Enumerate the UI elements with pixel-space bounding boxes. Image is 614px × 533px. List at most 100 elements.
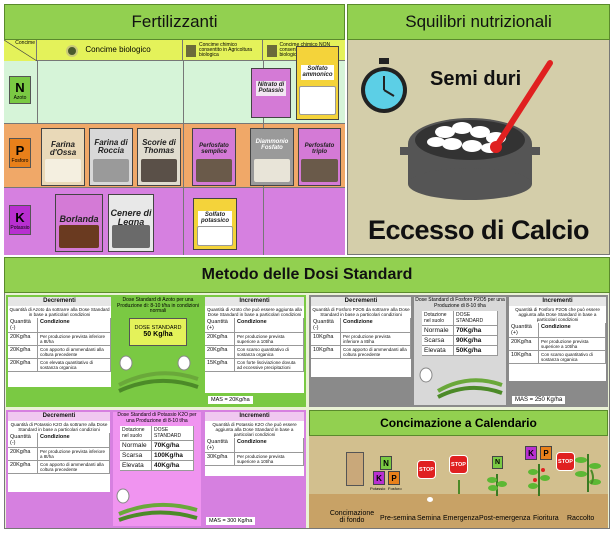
n-inc-h0: Quantità (+) xyxy=(205,317,235,332)
cal-p-icon: P xyxy=(388,471,400,485)
p-inc-q1: 10Kg/ha xyxy=(509,350,539,363)
stop-sign-icon: STOP xyxy=(449,455,468,474)
p-std-title: Dose Standard di Fosforo P2O5 per una Pr… xyxy=(415,297,505,309)
n-label: N Azoto xyxy=(9,76,31,104)
n-inc-sub: Quantità di Azoto che può essere aggiunt… xyxy=(206,306,302,317)
p-dec-h1: Condizione xyxy=(341,317,411,332)
n-inc-c2: Con forte lisciviazione dovuta ad eccess… xyxy=(235,358,304,371)
method-title: Metodo delle Dosi Standard xyxy=(4,257,610,293)
row-k-divider-2 xyxy=(263,188,264,255)
not-allowed-icon xyxy=(266,44,277,57)
p-dec-q0: 10Kg/ha xyxy=(311,332,341,345)
n-dec-table: Decrementi Quantità di Azoto da sottrarr… xyxy=(8,297,111,387)
p-inc-h1: Condizione xyxy=(539,322,606,337)
p-inc-h0: Quantità (+) xyxy=(509,322,539,337)
sprout-icon xyxy=(458,480,460,494)
bag-k3-label: Solfato potassico xyxy=(198,211,232,226)
cal-n-icon-2: N xyxy=(492,456,503,469)
stage-label-emergenza: Emergenza xyxy=(443,515,479,522)
k-inc-table: Incrementi Quantità di Potassio K2O che … xyxy=(205,412,304,476)
cal-potassio-caption: Potassio xyxy=(370,486,386,491)
bag-scorie-thomas: Scorie di Thomas xyxy=(137,128,181,186)
bag-p4-label: Perfosfato semplice xyxy=(199,143,229,156)
k-std-d1: Scarsa xyxy=(120,451,152,460)
soil-band xyxy=(309,494,608,528)
fondo-bag-icon xyxy=(346,452,364,486)
pot-with-beans-icon xyxy=(400,118,540,200)
p-inc-title: Incrementi xyxy=(509,297,606,306)
k-inc-h1: Condizione xyxy=(235,437,304,452)
k-dec-h0: Quantità (-) xyxy=(8,432,38,447)
n-std-value: 50 Kg/ha xyxy=(143,331,173,338)
n-std-card: DOSE STANDARD 50 Kg/ha xyxy=(129,317,187,346)
stop-text-3: STOP xyxy=(558,458,573,465)
k-name: Potassio xyxy=(10,224,30,231)
k-std-v0: 70Kg/ha xyxy=(152,441,194,450)
k-dec-head: Quantità (-)Condizione xyxy=(8,432,110,448)
n-dec-sub: Quantità di Azoto da sottrarre alla Dose… xyxy=(9,306,110,317)
n-inc-q2: 15Kg/ha xyxy=(205,358,235,371)
bag-n1-label: Nitrato di Potassio xyxy=(255,81,287,96)
n-dec-head: Quantità (-)Condizione xyxy=(8,317,111,333)
p-inc-sub: Quantità di Fosforo P2O5 che può essere … xyxy=(515,306,600,322)
p-inc-q0: 20Kg/ha xyxy=(509,337,539,350)
k-dec-q1: 20Kg/ha xyxy=(8,460,38,473)
n-letter: N xyxy=(15,79,25,95)
bag-solfato-ammonico: Solfato ammonico xyxy=(296,46,339,120)
corner-label: Concime xyxy=(15,40,35,46)
bag-k1-label: Borlanda xyxy=(59,214,99,224)
stage-label-semina: Semina xyxy=(417,515,441,522)
n-inc-head: Quantità (+)Condizione xyxy=(205,317,304,333)
allowed-icon xyxy=(186,44,196,57)
cal-n-letter: N xyxy=(383,458,389,468)
n-dec-h0: Quantità (-) xyxy=(8,317,38,332)
p-inc-head: Quantità (+)Condizione xyxy=(509,322,606,338)
n-dec-c0: Per produzione prevista inferiore a 8t/h… xyxy=(38,332,111,345)
beans-icon xyxy=(118,355,199,393)
k-std-h1: DOSE STANDARD xyxy=(152,426,194,440)
k-letter: K xyxy=(15,209,25,225)
harvest-plant-icon xyxy=(575,454,601,492)
p-std-d2: Elevata xyxy=(422,346,454,355)
n-std-title: Dose Standard di Azoto per una Produzion… xyxy=(117,297,199,314)
stop-sign-icon: STOP xyxy=(417,460,436,479)
bag-cenere-legna: Cenere di Legna xyxy=(108,194,154,252)
col-allowed-label: Concime chimico consentito in Agricoltur… xyxy=(199,41,253,59)
k-inc-title: Incrementi xyxy=(205,412,304,421)
flowering-plant-icon xyxy=(528,464,550,496)
p-dec-title: Decrementi xyxy=(311,297,411,306)
k-inc-sub: Quantità di Potassio K2O che può essere … xyxy=(212,421,297,437)
k-inc-q0: 30Kg/ha xyxy=(205,452,235,465)
seedling-icon xyxy=(487,474,507,496)
p-inc-c1: Con scarso quantitativo di sostanza orga… xyxy=(539,350,606,363)
p-dec-table: Decrementi Quantità di Fosforo P2O5 da s… xyxy=(311,297,411,377)
k-std-v1: 100Kg/ha xyxy=(152,451,194,460)
cal-k-letter: K xyxy=(376,473,382,483)
p-inc-c0: Per produzione prevista superiore a 10t/… xyxy=(539,337,606,350)
beans-icon xyxy=(419,367,503,399)
stage-label-raccolto: Raccolto xyxy=(567,515,595,522)
n-inc-q1: 20Kg/ha xyxy=(205,345,235,358)
p-std-v0: 70Kg/ha xyxy=(454,326,498,335)
p-std-v2: 50Kg/ha xyxy=(454,346,498,355)
k-std-title: Dose Standard di Potassio K2O per una Pr… xyxy=(117,412,197,424)
k-dec-table: Decrementi Quantità di Potassio K2O da s… xyxy=(8,412,110,492)
p-dec-sub: Quantità di Fosforo P2O5 da sottrarre al… xyxy=(312,306,410,317)
fert-header-row xyxy=(4,40,345,61)
n-name: Azoto xyxy=(13,94,27,101)
col-allowed-header: Concime chimico consentito in Agricoltur… xyxy=(183,40,263,61)
col-bio-header: Concime biologico xyxy=(37,40,183,61)
calendar-title: Concimazione a Calendario xyxy=(309,410,608,436)
k-dec-q0: 20Kg/ha xyxy=(8,447,38,460)
